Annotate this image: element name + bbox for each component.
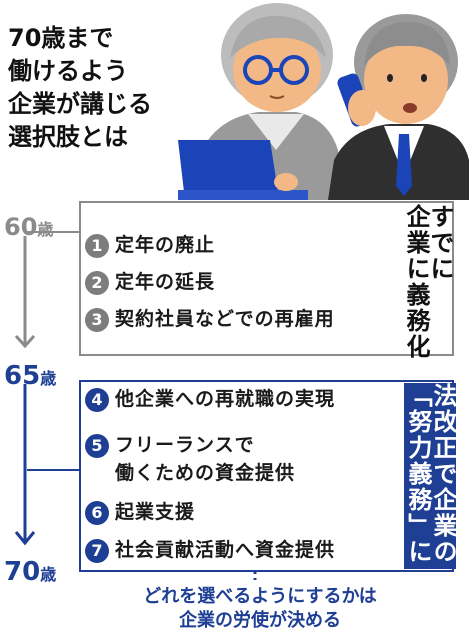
arrow-blue-icon — [14, 531, 36, 546]
option-number-badge: 3 — [85, 307, 109, 332]
diagram-title: 70歳まで 働けるよう 企業が講じる 選択肢とは — [8, 22, 208, 154]
existing-options-box — [79, 201, 454, 356]
title-line: 企業が講じる — [8, 90, 152, 118]
footer-line: どれを選べるようにするかは — [143, 586, 377, 607]
title-line: 選択肢とは — [8, 123, 128, 151]
age-70-label: 70歳 — [4, 557, 57, 587]
option-number-badge: 2 — [85, 270, 109, 295]
footer-note: どれを選べるようにするかは 企業の労使が決める — [60, 585, 460, 633]
woman-hand-shape — [274, 173, 298, 191]
option-number-badge: 1 — [85, 233, 109, 258]
man-face-shape — [364, 36, 448, 124]
option-number-badge: 7 — [85, 538, 109, 563]
man-hand-shape — [348, 90, 376, 126]
new-options-box — [79, 380, 454, 572]
option-number-badge: 6 — [85, 500, 109, 525]
existing-category-label: すでに 企業に義務化 — [402, 204, 454, 360]
title-line: 働けるよう — [8, 57, 128, 85]
man-mouth-shape — [403, 103, 417, 113]
woman-bangs-shape — [230, 15, 326, 58]
age-65-label: 65歳 — [4, 361, 57, 391]
new-category-label: 法改正で企業の 「努力義務」に — [404, 383, 457, 569]
laptop-screen-shape — [178, 140, 278, 192]
option-item-continued: 働くための資金提供 — [115, 462, 296, 484]
workers-illustration — [178, 3, 469, 200]
woman-collar-shape — [248, 114, 304, 150]
option-number-badge: 5 — [85, 433, 109, 458]
age-60-label: 60歳 — [4, 213, 54, 241]
woman-mouth-shape — [269, 95, 285, 99]
title-line: 70歳まで — [8, 24, 114, 52]
man-tie-shape — [396, 134, 412, 196]
footer-line: 企業の労使が決める — [179, 610, 341, 631]
option-number-badge: 4 — [85, 387, 109, 412]
arrow-gray-icon — [14, 334, 36, 349]
man-hairline-shape — [364, 22, 450, 66]
laptop-base-shape — [178, 190, 308, 200]
